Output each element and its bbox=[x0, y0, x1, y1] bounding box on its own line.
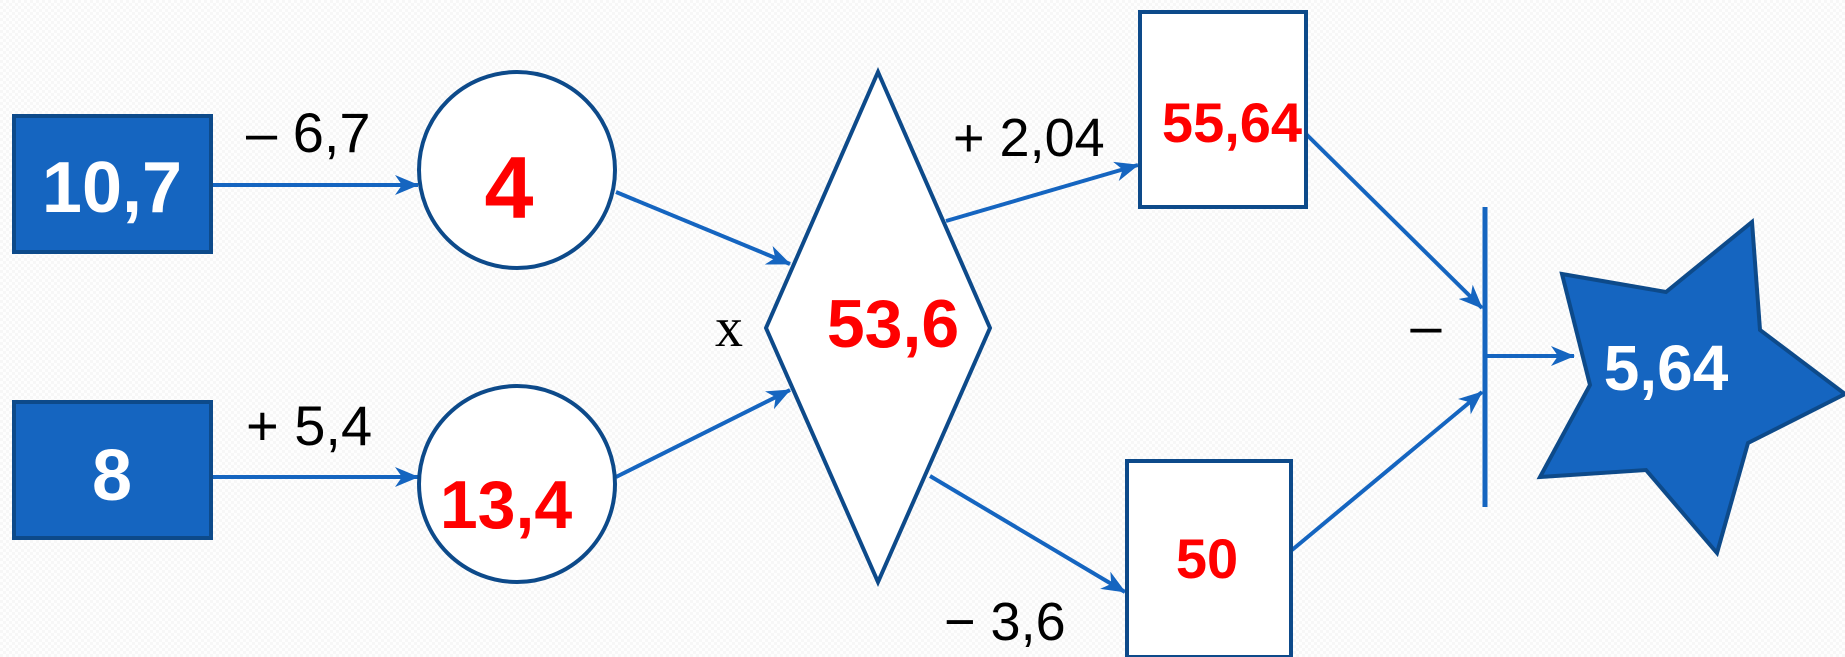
multiply-label: x bbox=[715, 297, 743, 359]
arrow-diamond-to-upper-box bbox=[945, 161, 1139, 223]
upper-box bbox=[1138, 10, 1308, 209]
input-bottom-value: 8 bbox=[92, 436, 132, 516]
diamond-product bbox=[763, 67, 993, 587]
input-top-value: 10,7 bbox=[42, 148, 182, 228]
circle-bottom-value: 13,4 bbox=[440, 467, 573, 543]
arrow-top-circle-to-diamond bbox=[615, 190, 791, 266]
subtract-label: – bbox=[1410, 294, 1442, 357]
lower-box-value: 50 bbox=[1176, 527, 1238, 590]
arrow-lower-box-to-bar bbox=[1290, 390, 1484, 552]
upper-box-value: 55,64 bbox=[1162, 91, 1302, 154]
op-label-top-input: – 6,7 bbox=[246, 101, 371, 164]
lower-box bbox=[1125, 459, 1293, 657]
arrow-diamond-to-lower-box bbox=[928, 474, 1127, 594]
input-box-bottom bbox=[12, 400, 213, 540]
result-star-icon bbox=[1536, 218, 1845, 558]
input-box-top bbox=[12, 114, 213, 254]
diamond-value: 53,6 bbox=[827, 286, 959, 362]
op-label-bottom-input: + 5,4 bbox=[246, 394, 372, 457]
op-label-upper-branch: + 2,04 bbox=[953, 108, 1105, 168]
circle-bottom bbox=[417, 384, 617, 584]
circle-top bbox=[417, 70, 617, 270]
arrow-upper-box-to-bar bbox=[1303, 131, 1484, 310]
op-label-lower-branch: − 3,6 bbox=[944, 592, 1066, 652]
result-star-value: 5,64 bbox=[1604, 332, 1729, 404]
circle-top-value: 4 bbox=[485, 138, 534, 237]
arrow-bottom-circle-to-diamond bbox=[615, 388, 791, 479]
